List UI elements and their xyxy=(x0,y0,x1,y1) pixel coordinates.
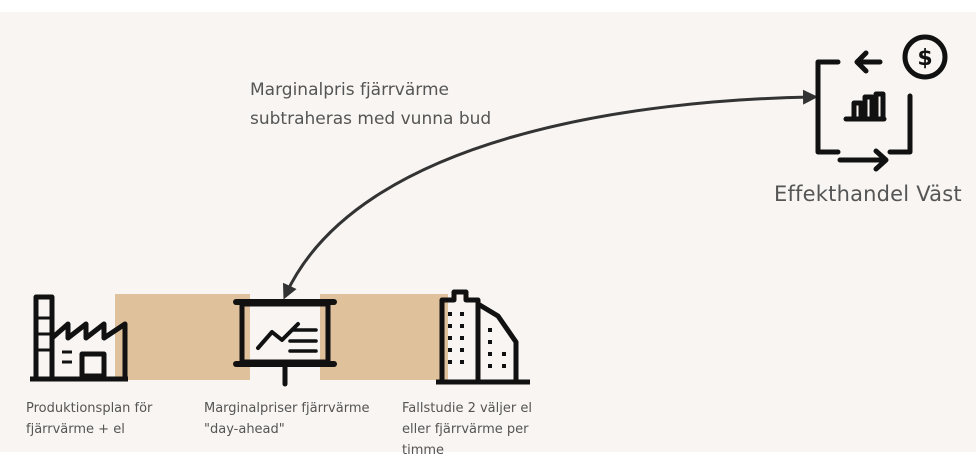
step-3-label: Fallstudie 2 väljer el eller fjärrvärme … xyxy=(402,398,532,461)
presentation-chart-icon xyxy=(233,299,337,387)
flow-band-1 xyxy=(115,294,250,380)
step-2-line-2: "day-ahead" xyxy=(204,422,285,437)
dollar-icon: $ xyxy=(917,46,932,71)
factory-icon xyxy=(30,294,128,382)
step-3-line-1: Fallstudie 2 väljer el xyxy=(402,401,532,416)
step-1-label: Produktionsplan för fjärrvärme + el xyxy=(26,398,152,440)
effekthandel-label: Effekthandel Väst xyxy=(774,182,962,206)
step-2-label: Marginalpriser fjärrvärme "day-ahead" xyxy=(204,398,370,440)
arrow-label-line-2: subtraheras med vunna bud xyxy=(250,109,492,129)
flow-band-2 xyxy=(320,294,448,380)
step-1-line-1: Produktionsplan för xyxy=(26,401,153,416)
step-3-line-2: eller fjärrvärme per xyxy=(402,422,529,437)
curved-arrow xyxy=(283,89,818,300)
step-2-line-1: Marginalpriser fjärrvärme xyxy=(204,401,370,416)
trading-exchange-icon xyxy=(815,34,948,172)
building-icon xyxy=(436,289,530,385)
step-1-line-2: fjärrvärme + el xyxy=(26,422,125,437)
arrow-label: Marginalpris fjärrvärme subtraheras med … xyxy=(250,76,491,134)
step-3-line-3: timme xyxy=(402,443,445,458)
arrow-label-line-1: Marginalpris fjärrvärme xyxy=(250,80,449,100)
